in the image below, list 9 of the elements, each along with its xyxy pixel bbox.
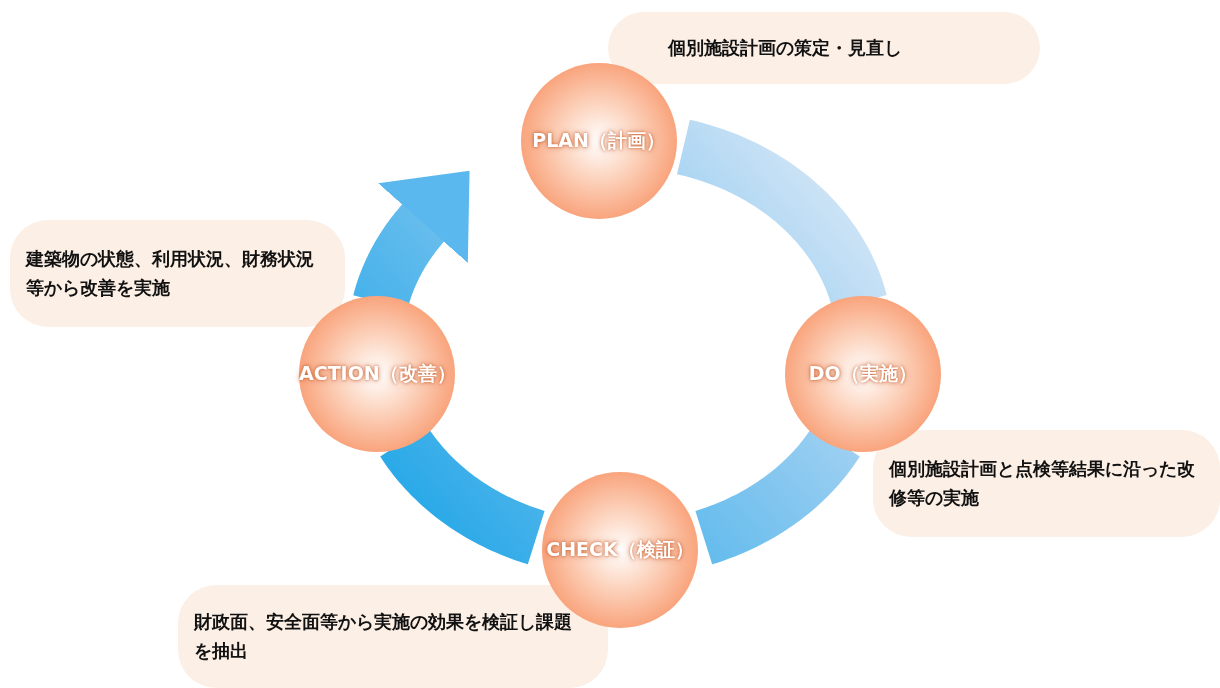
callout-bubble bbox=[178, 585, 608, 688]
callout-text: 個別施設計画と点検等結果に沿った改修等の実施 bbox=[889, 456, 1196, 510]
callout-text: 個別施設計画の策定・見直し bbox=[668, 35, 902, 60]
callout-bubble bbox=[10, 220, 345, 327]
phase-label: CHECK（検証） bbox=[546, 537, 694, 562]
callout-text: 建築物の状態、利用状況、財務状況等から改善を実施 bbox=[26, 246, 315, 300]
callout-bubble bbox=[873, 430, 1220, 537]
callout-text: 財政面、安全面等から実施の効果を検証し課題を抽出 bbox=[194, 609, 573, 663]
phase-label: DO（実施） bbox=[808, 360, 917, 387]
